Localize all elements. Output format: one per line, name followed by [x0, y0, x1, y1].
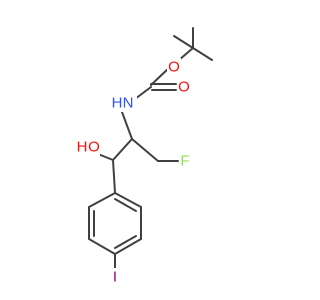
bond-n-c-alpha — [121, 111, 133, 140]
bond-o-ester-c-carbonyl — [150, 66, 171, 86]
bond-ring-inner-c — [114, 235, 137, 249]
bond-tbu-c-methyl-left — [173, 35, 194, 49]
atom-nh-bg — [113, 94, 137, 112]
atom-h-amide: H — [112, 95, 123, 112]
bond-tbu-c-methyl-right — [192, 47, 213, 61]
atom-o-hydroxyl: O — [88, 139, 100, 156]
atom-o-ester-bg — [167, 58, 181, 76]
bonds — [88, 27, 213, 269]
atom-ho-bg — [77, 138, 100, 156]
bond-c-carbinol-ring — [112, 159, 116, 194]
atom-o-carbonyl: O — [178, 79, 190, 96]
atom-i: I — [113, 269, 117, 286]
bond-c-alpha-ch2 — [131, 138, 159, 162]
bond-ring-6-1 — [114, 192, 142, 208]
bond-ring-inner-a — [114, 198, 137, 212]
bond-ring-1-2 — [88, 192, 116, 208]
bond-ring-3-4 — [88, 238, 116, 255]
atom-o-carbonyl-bg — [177, 78, 191, 96]
atom-i-bg — [109, 268, 121, 286]
atom-n-amide: N — [123, 95, 134, 112]
atom-f-bg — [179, 152, 192, 170]
bond-ring-4-5 — [114, 238, 142, 255]
molecule-diagram: O O H N H O F I — [76, 27, 213, 286]
atom-o-ester: O — [168, 59, 180, 76]
atom-f: F — [180, 153, 189, 170]
bond-tbu-c-o-ester — [178, 47, 194, 61]
bond-c-alpha-c-carbinol — [112, 138, 133, 161]
atom-labels: O O H N H O F I — [77, 58, 192, 286]
atom-h-hydroxyl: H — [77, 139, 88, 156]
